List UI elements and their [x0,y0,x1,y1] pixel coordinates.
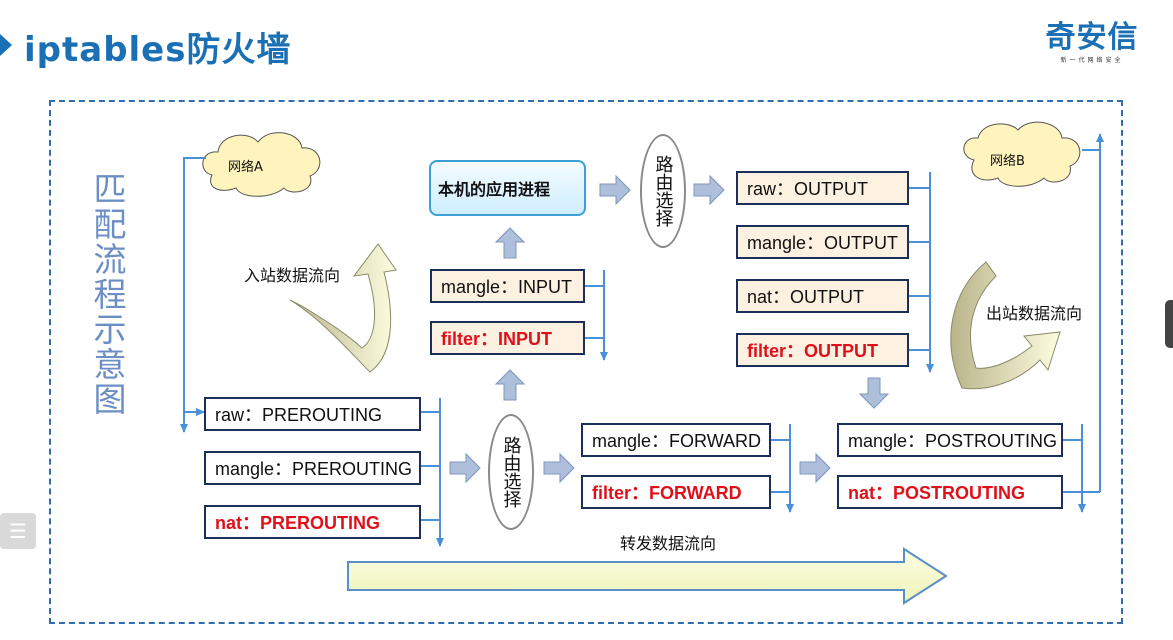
outbound-flow-label: 出站数据流向 [986,304,1083,323]
network-b-label: 网络B [990,154,1025,169]
company-logo: 奇安信 新一代网络安全 [1036,20,1148,66]
side-panel-handle[interactable] [1165,300,1173,348]
chain-mangle-prerouting: mangle：PREROUTING [204,451,421,485]
forward-flow-label: 转发数据流向 [620,534,717,553]
chain-filter-output: filter：OUTPUT [736,333,909,367]
local-app-process-box: 本机的应用进程 [429,160,586,216]
chain-mangle-output: mangle：OUTPUT [736,225,909,259]
title-marker-icon [0,34,12,56]
cloud-b-shape [963,121,1081,187]
chain-raw-output: raw：OUTPUT [736,171,909,205]
chain-mangle-postrouting: mangle：POSTROUTING [837,423,1063,457]
chain-filter-forward: filter：FORWARD [581,475,771,509]
slide-title: iptables防火墙 [24,30,292,70]
chain-mangle-forward: mangle：FORWARD [581,423,771,457]
chain-raw-prerouting: raw：PREROUTING [204,397,421,431]
logo-name: 奇安信 [1045,20,1139,55]
route-select-bottom: 路由选择 [488,414,534,530]
inbound-flow-label: 入站数据流向 [244,266,341,285]
chain-nat-postrouting: nat：POSTROUTING [837,475,1063,509]
route-select-top: 路由选择 [640,134,686,248]
chain-filter-input: filter：INPUT [430,321,585,355]
outline-menu-icon[interactable]: ☰ [0,513,36,549]
chain-nat-output: nat：OUTPUT [736,279,909,313]
flow-diagram-title: 匹配流程示意图 [88,172,127,417]
network-a-label: 网络A [228,160,263,175]
logo-tagline: 新一代网络安全 [1060,57,1124,64]
chain-nat-prerouting: nat：PREROUTING [204,505,421,539]
chain-mangle-input: mangle：INPUT [430,269,585,303]
diagram-frame [49,100,1123,624]
cloud-a-shape [202,132,321,197]
